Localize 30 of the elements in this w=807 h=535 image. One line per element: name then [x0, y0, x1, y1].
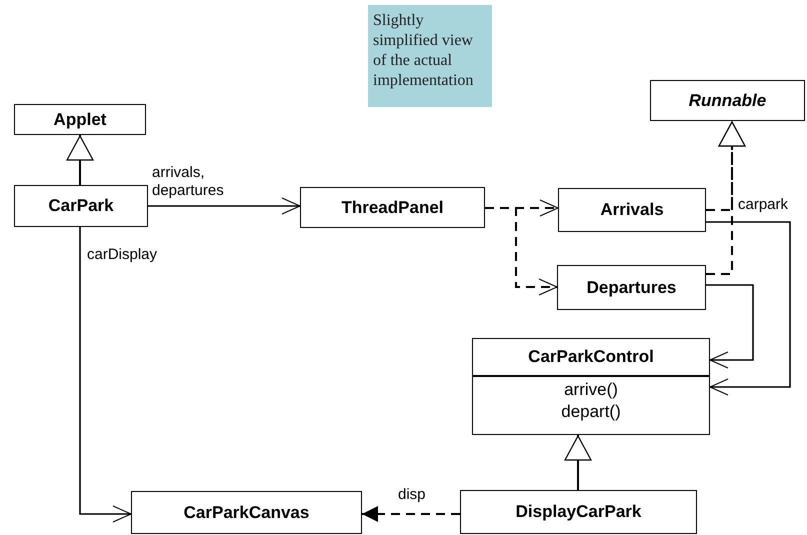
class-box [650, 80, 805, 121]
class-box [14, 185, 148, 227]
class-name: ThreadPanel [341, 196, 444, 219]
arrow [148, 198, 300, 214]
arrow [362, 506, 460, 522]
arrow [79, 227, 132, 522]
class-box [14, 104, 146, 135]
class-box [558, 188, 706, 232]
arrow [706, 221, 791, 396]
class-name: DisplayCarPark [516, 501, 642, 524]
arrow [706, 284, 754, 368]
class-name: Arrivals [600, 199, 664, 222]
class-name: CarPark [48, 195, 114, 218]
class-name: Applet [54, 108, 106, 131]
class-box [300, 187, 485, 228]
inheritance-arrow [66, 135, 94, 185]
class-box [131, 491, 362, 534]
class-name: CarParkControl [528, 346, 654, 368]
class-name: CarParkCanvas [184, 502, 310, 524]
note-box [368, 5, 492, 107]
inheritance-arrow [706, 121, 746, 275]
class-box [460, 490, 697, 534]
class-name: Runnable [688, 90, 766, 112]
note-text: Slightly simplified view of the actual implementation [373, 11, 474, 91]
method-name: depart() [561, 401, 621, 423]
class-box [557, 265, 706, 310]
class-box [472, 338, 710, 435]
class-name: Departures [586, 276, 676, 299]
inheritance-arrow [564, 435, 592, 490]
method-name: arrive() [564, 379, 618, 401]
